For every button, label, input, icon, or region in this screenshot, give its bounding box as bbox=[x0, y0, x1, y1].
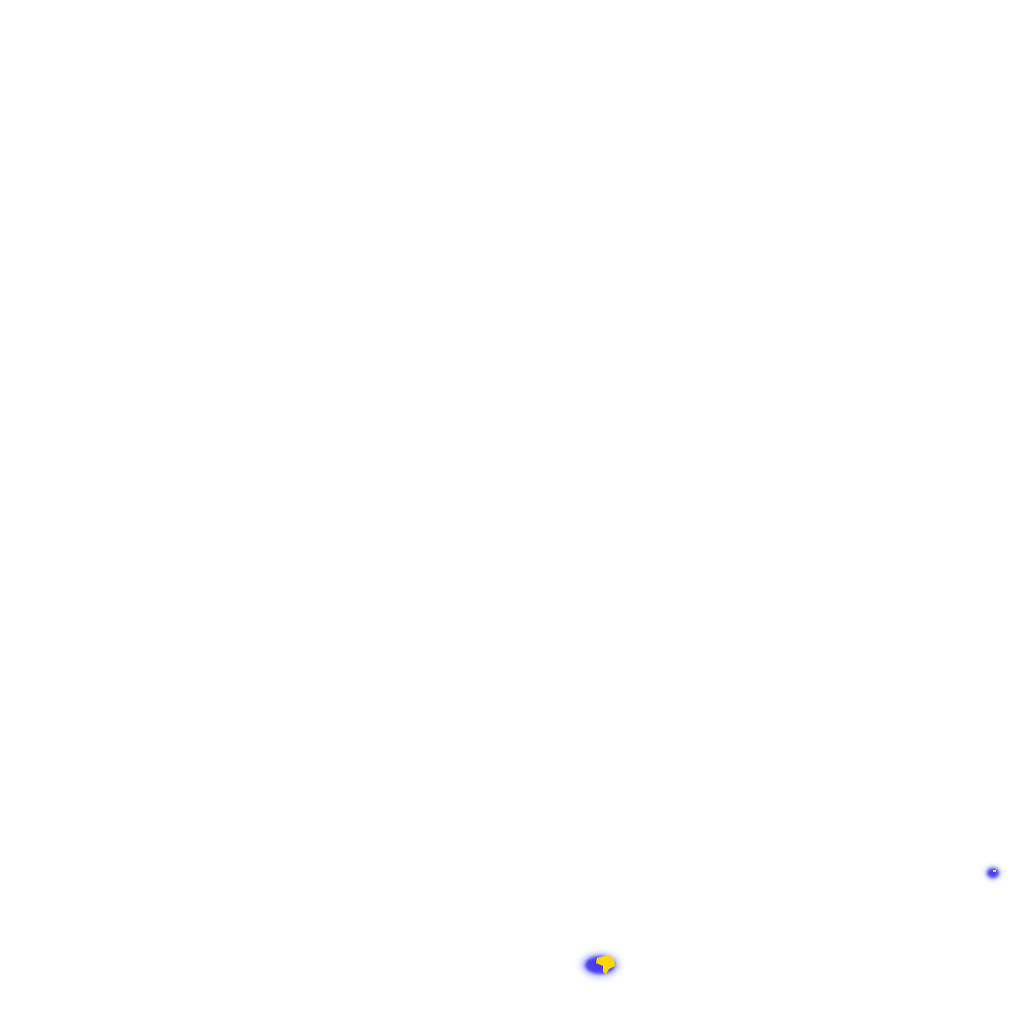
blob-large bbox=[580, 952, 620, 978]
blob-small-body bbox=[987, 868, 999, 878]
blob-small bbox=[985, 866, 1001, 880]
blob-small-core bbox=[993, 870, 996, 872]
blob-large-core bbox=[596, 955, 615, 974]
